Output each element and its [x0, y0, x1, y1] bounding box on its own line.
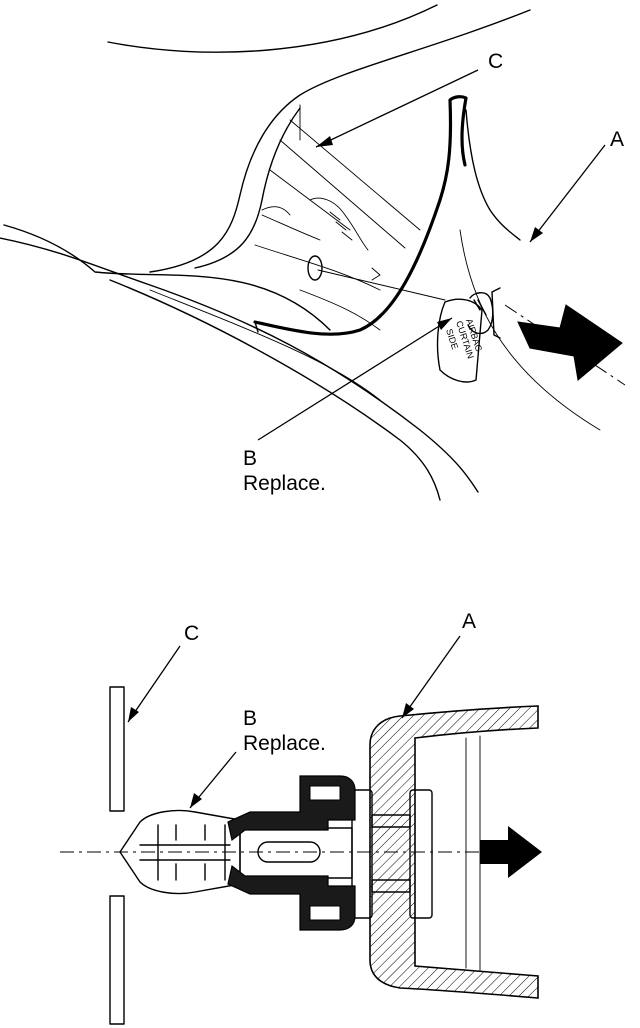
label-b-top: B — [243, 447, 257, 470]
removal-arrow-top — [517, 304, 623, 381]
label-c-section: C — [184, 622, 199, 645]
headliner-outline — [107, 4, 438, 53]
pillar-trim-edge — [0, 237, 479, 493]
clip-hole — [307, 255, 323, 281]
label-b-section-note: Replace. — [243, 732, 326, 755]
leader-a-section-arrowhead — [402, 703, 414, 718]
pillar-face-line — [459, 229, 601, 431]
pillar-trim-a-rear — [465, 109, 521, 241]
removal-axis — [504, 304, 626, 386]
removal-arrow-section — [480, 826, 542, 878]
pillar-trim-section-a — [369, 705, 539, 999]
leader-a-arrowhead — [530, 227, 543, 242]
leader-b-arrowhead — [437, 318, 452, 330]
label-b-section: B — [243, 707, 257, 730]
pillar-trim-a — [253, 95, 468, 336]
leader-c-arrowhead — [316, 136, 333, 147]
leader-a-section — [401, 635, 461, 719]
roof-rail-upper — [149, 9, 531, 273]
cross-section-view: C B Replace. A — [60, 610, 545, 1025]
roof-rail-inner — [194, 107, 301, 269]
rail-ribs — [254, 104, 421, 331]
alignment-line-2 — [371, 267, 381, 281]
roof-rail-lower — [3, 224, 331, 331]
leader-c-section — [127, 645, 181, 723]
garnish-lower-line — [149, 289, 381, 401]
roof-rail-panel-c-lower — [109, 895, 125, 1025]
clip-seal — [227, 775, 356, 931]
alignment-line — [317, 269, 446, 301]
leader-b-section-arrowhead — [190, 793, 202, 808]
leader-c-top — [315, 69, 479, 148]
top-perspective-view: SIDE CURTAIN AIRBAG C A B Replace. — [0, 4, 626, 501]
airbag-tag: SIDE CURTAIN AIRBAG — [436, 298, 484, 383]
leader-b-top — [257, 317, 453, 441]
label-b-top-note: Replace. — [243, 472, 326, 495]
label-c-top: C — [488, 50, 503, 73]
pillar-trim-a-edge — [254, 321, 259, 333]
leader-c-section-arrowhead — [128, 707, 139, 722]
label-a-section: A — [462, 610, 476, 633]
label-a-top: A — [610, 128, 624, 151]
leader-a-top — [529, 144, 606, 243]
pillar-trim-edge-2 — [109, 279, 441, 501]
roof-rail-panel-c — [109, 686, 125, 812]
